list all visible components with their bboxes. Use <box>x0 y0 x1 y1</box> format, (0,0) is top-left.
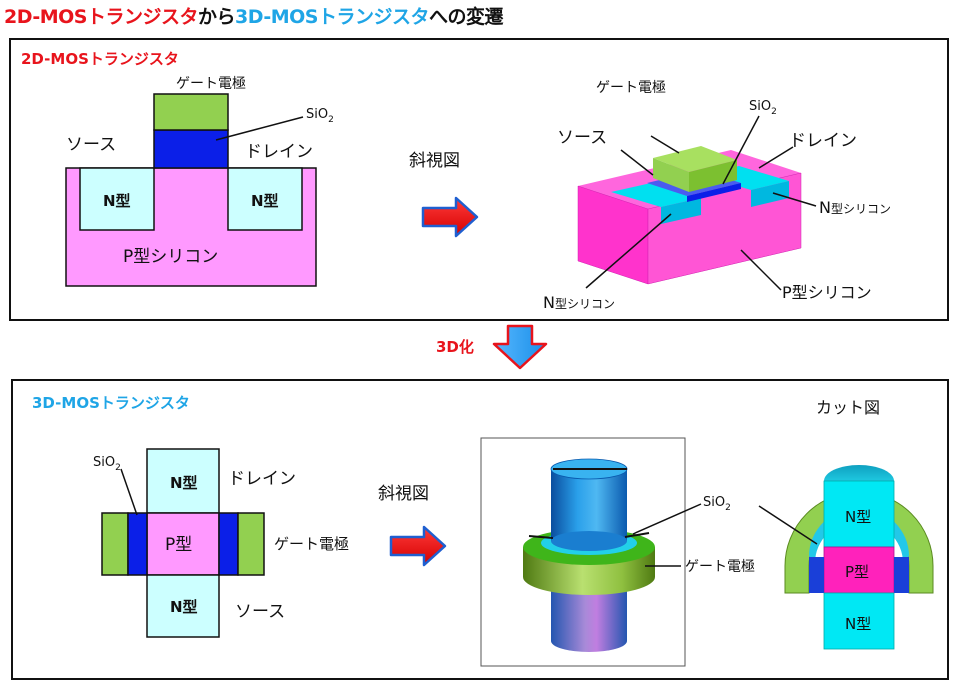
panel-2d-mos: 2D-MOSトランジスタ ゲート電極 SiO2 ソース ドレイン N型 N型 P… <box>9 38 949 321</box>
cut-oxide-right <box>894 557 909 593</box>
sio2-label: SiO2 <box>306 107 334 125</box>
iso-source-leader <box>620 149 654 176</box>
sio2-leader-line <box>215 116 304 141</box>
iso-gate-label: ゲート電極 <box>596 80 666 96</box>
cut-sio2-leader <box>758 505 818 545</box>
panel-2d-title: 2D-MOSトランジスタ <box>21 50 179 68</box>
panel-3d-drawing: SiO2 N型 P型 N型 ドレイン ゲート電極 ソース 斜視図 SiO2 ゲー… <box>93 398 934 667</box>
gate-electrode <box>153 93 229 131</box>
panel-3d-title: 3D-MOSトランジスタ <box>32 394 190 412</box>
iso-gate-top <box>653 146 737 172</box>
cut-top-dome <box>824 465 894 481</box>
iso-gate-leader <box>650 135 680 154</box>
cut-n-top <box>823 480 895 548</box>
iso-n-left-label: N型シリコン <box>543 293 615 312</box>
n-region-right <box>227 167 303 231</box>
left-oxide <box>127 512 148 576</box>
iso-gate-front <box>689 160 737 192</box>
down-arrow <box>492 324 548 370</box>
title-part-transition: への変遷 <box>428 6 504 28</box>
cut-title: カット図 <box>816 398 880 417</box>
p-mid-label: P型 <box>165 535 192 555</box>
iso-n-left-front <box>661 198 701 224</box>
n-top-label: N型 <box>170 474 198 492</box>
gate-oxide <box>153 129 229 169</box>
mid-3d-label: 3D化 <box>436 338 474 356</box>
right-oxide <box>218 512 239 576</box>
gate-label: ゲート電極 <box>176 76 246 92</box>
iso-p-label: P型シリコン <box>782 283 872 302</box>
iso-sio2-label: SiO2 <box>749 99 777 117</box>
page-title: 2D-MOSトランジスタから3D-MOSトランジスタへの変遷 <box>4 2 504 29</box>
right-gate <box>237 512 265 576</box>
cut-n-bottom-label: N型 <box>845 615 871 633</box>
iso-n-left-top <box>611 183 701 207</box>
sio2-3d-label: SiO2 <box>93 455 121 473</box>
title-part-from: から <box>197 6 236 28</box>
n-bottom-label: N型 <box>170 598 198 616</box>
title-part-2d: 2D-MOSトランジスタ <box>4 6 198 28</box>
gate-3d-label: ゲート電極 <box>274 535 349 553</box>
drain-label: ドレイン <box>245 142 313 162</box>
n-right-label: N型 <box>251 192 279 210</box>
panel-2d-drawing: ゲート電極 SiO2 ソース ドレイン N型 N型 P型シリコン 斜視図 ゲー <box>65 76 891 312</box>
iso-drain-leader <box>758 146 794 169</box>
p-sub-label: P型シリコン <box>123 247 218 267</box>
iso-source-label: ソース <box>557 128 607 148</box>
iso-sio2-leader <box>722 115 760 185</box>
oblique-label: 斜視図 <box>409 151 460 171</box>
n-region-left <box>79 167 155 231</box>
iso-drain-label: ドレイン <box>789 131 857 151</box>
cylinder-ring-cut <box>528 535 554 539</box>
cut-n-bottom <box>823 592 895 650</box>
cyl-sio2-leader <box>632 503 702 535</box>
right-arrow-3d <box>389 525 447 567</box>
oblique-3d-label: 斜視図 <box>378 484 429 504</box>
iso-n-right-front <box>751 181 789 207</box>
iso-gate-side <box>653 158 689 192</box>
cylinder-upper <box>551 469 627 541</box>
iso-n-right-leader <box>772 192 817 207</box>
drain-3d-label: ドレイン <box>228 469 296 489</box>
cut-n-top-label: N型 <box>845 508 871 526</box>
panel-3d-mos: 3D-MOSトランジスタ <box>11 379 949 680</box>
cut-oxide-left <box>809 557 824 593</box>
left-gate <box>101 512 129 576</box>
bottom-n-region <box>146 574 220 638</box>
iso-n-left-leader <box>585 213 672 289</box>
source-label: ソース <box>66 135 116 155</box>
source-3d-label: ソース <box>235 602 285 622</box>
cut-p-mid <box>823 546 895 594</box>
iso-n-right-label: N型シリコン <box>819 198 891 217</box>
cyl-gate-label: ゲート電極 <box>685 559 755 575</box>
n-left-label: N型 <box>103 192 131 210</box>
title-part-3d: 3D-MOSトランジスタ <box>235 6 429 28</box>
sio2-3d-leader <box>120 468 138 516</box>
cylinder-ring-cut-right <box>624 532 650 538</box>
iso-p-leader <box>740 249 782 291</box>
cyl-sio2-label: SiO2 <box>703 495 731 513</box>
cylinder-upper-bottom <box>551 531 627 551</box>
cylinder-bottom-edge <box>551 630 627 652</box>
right-arrow-2d <box>421 196 479 238</box>
iso-oxide-front <box>687 183 741 202</box>
cut-p-label: P型 <box>845 563 869 581</box>
top-n-region <box>146 448 220 514</box>
